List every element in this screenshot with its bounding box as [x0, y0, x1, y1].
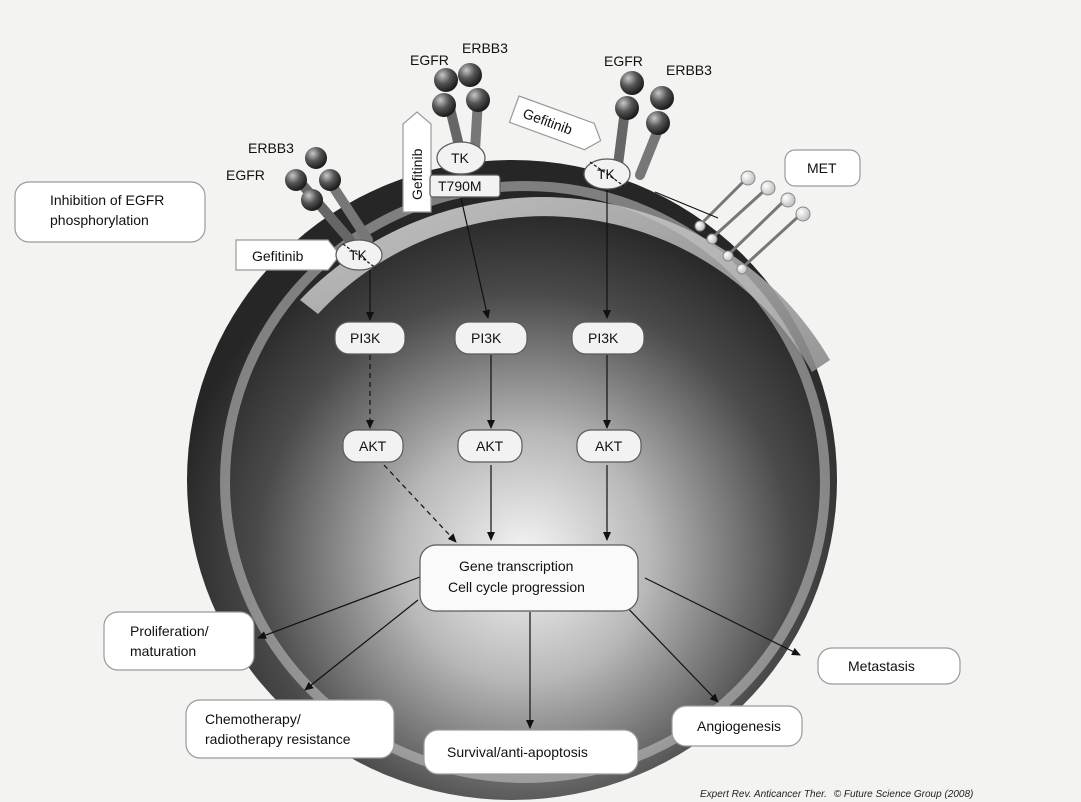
tk-label-left: TK — [349, 247, 368, 263]
gene-label-line1: Gene transcription — [459, 558, 573, 574]
gefitinib-label-center: Gefitinib — [409, 148, 425, 200]
gefitinib-label-left: Gefitinib — [252, 248, 304, 264]
akt-left: AKT — [343, 430, 403, 462]
met-label: MET — [807, 160, 837, 176]
erbb3-label-right: ERBB3 — [666, 62, 712, 78]
pi3k-label-center: PI3K — [471, 330, 502, 346]
gene-label-line2: Cell cycle progression — [448, 579, 585, 595]
chemo-label-line1: Chemotherapy/ — [205, 711, 301, 727]
t790m-label: T790M — [438, 178, 482, 194]
credit-rest: © Future Science Group (2008) — [834, 789, 974, 800]
proliferation-label-line2: maturation — [130, 643, 196, 659]
proliferation-box: Proliferation/ maturation — [104, 612, 254, 670]
akt-center: AKT — [458, 430, 522, 462]
erbb3-label-left: ERBB3 — [248, 140, 294, 156]
inhibition-label-line2: phosphorylation — [50, 212, 149, 228]
gefitinib-arrow-center: Gefitinib — [403, 112, 431, 212]
chemotherapy-box: Chemotherapy/ radiotherapy resistance — [186, 700, 394, 758]
erbb3-label-center: ERBB3 — [462, 40, 508, 56]
egfr-label-right: EGFR — [604, 53, 643, 69]
metastasis-label: Metastasis — [848, 658, 915, 674]
receptor-center: EGFR ERBB3 Gefitinib TK T790M — [403, 40, 508, 212]
inhibition-of-egfr-box: Inhibition of EGFR phosphorylation — [15, 182, 205, 242]
pi3k-label-left: PI3K — [350, 330, 381, 346]
angiogenesis-label: Angiogenesis — [697, 718, 781, 734]
survival-box: Survival/anti-apoptosis — [424, 730, 638, 774]
inhibition-label-line1: Inhibition of EGFR — [50, 192, 164, 208]
tk-label-center: TK — [451, 150, 470, 166]
akt-label-center: AKT — [476, 438, 504, 454]
akt-label-left: AKT — [359, 438, 387, 454]
pi3k-left: PI3K — [335, 322, 405, 354]
survival-label: Survival/anti-apoptosis — [447, 744, 588, 760]
akt-label-right: AKT — [595, 438, 623, 454]
chemo-label-line2: radiotherapy resistance — [205, 731, 351, 747]
akt-right: AKT — [577, 430, 641, 462]
pi3k-label-right: PI3K — [588, 330, 619, 346]
credit-journal: Expert Rev. Anticancer Ther. — [700, 789, 827, 800]
metastasis-box: Metastasis — [818, 648, 960, 684]
proliferation-label-line1: Proliferation/ — [130, 623, 209, 639]
angiogenesis-box: Angiogenesis — [672, 706, 802, 746]
gefitinib-arrow-right: Gefitinib — [509, 96, 605, 154]
pi3k-center: PI3K — [455, 322, 527, 354]
egfr-label-left: EGFR — [226, 167, 265, 183]
egfr-label-center: EGFR — [410, 52, 449, 68]
pi3k-right: PI3K — [572, 322, 644, 354]
figure-credit: Expert Rev. Anticancer Ther. © Future Sc… — [700, 789, 973, 800]
gene-transcription-box: Gene transcription Cell cycle progressio… — [420, 545, 638, 611]
